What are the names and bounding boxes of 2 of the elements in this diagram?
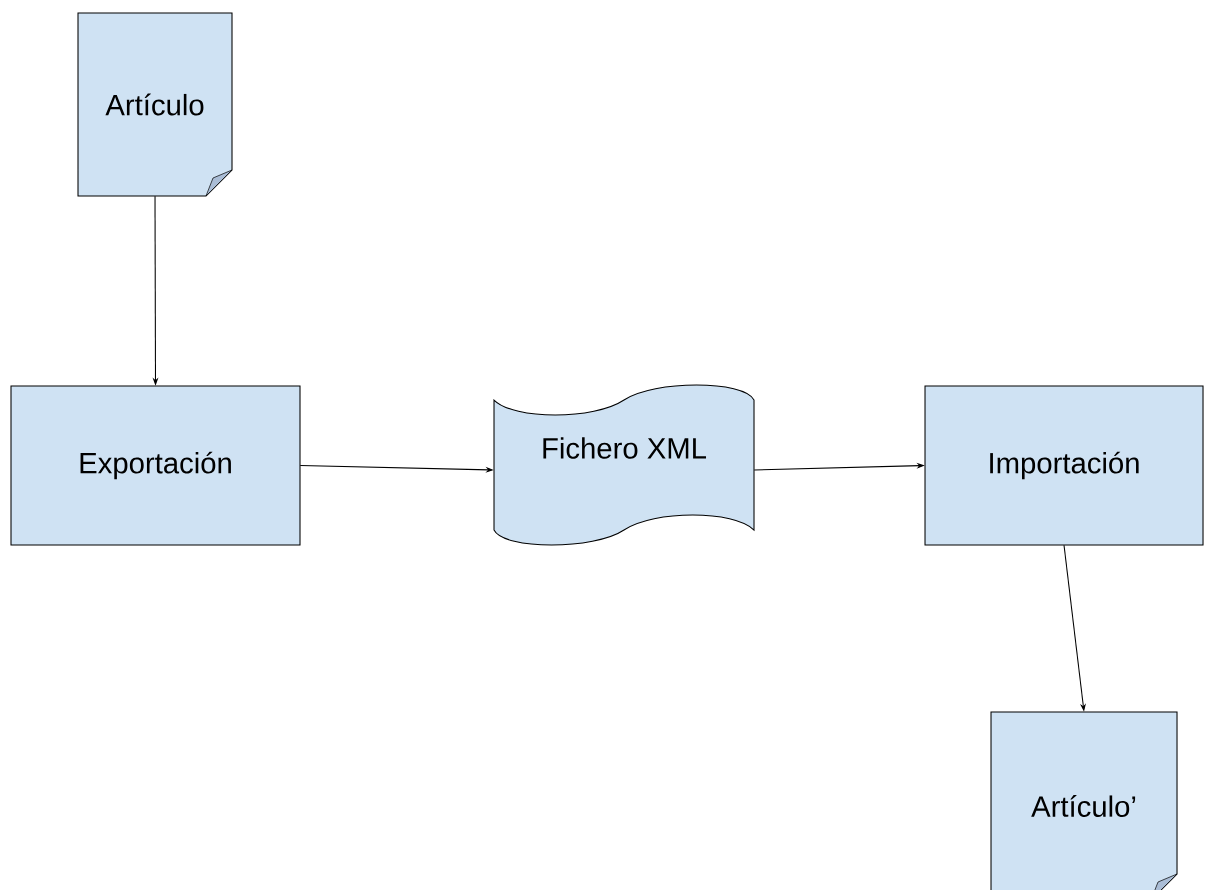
process-box: Exportación bbox=[10, 385, 301, 546]
process-box: Importación bbox=[924, 385, 1204, 546]
